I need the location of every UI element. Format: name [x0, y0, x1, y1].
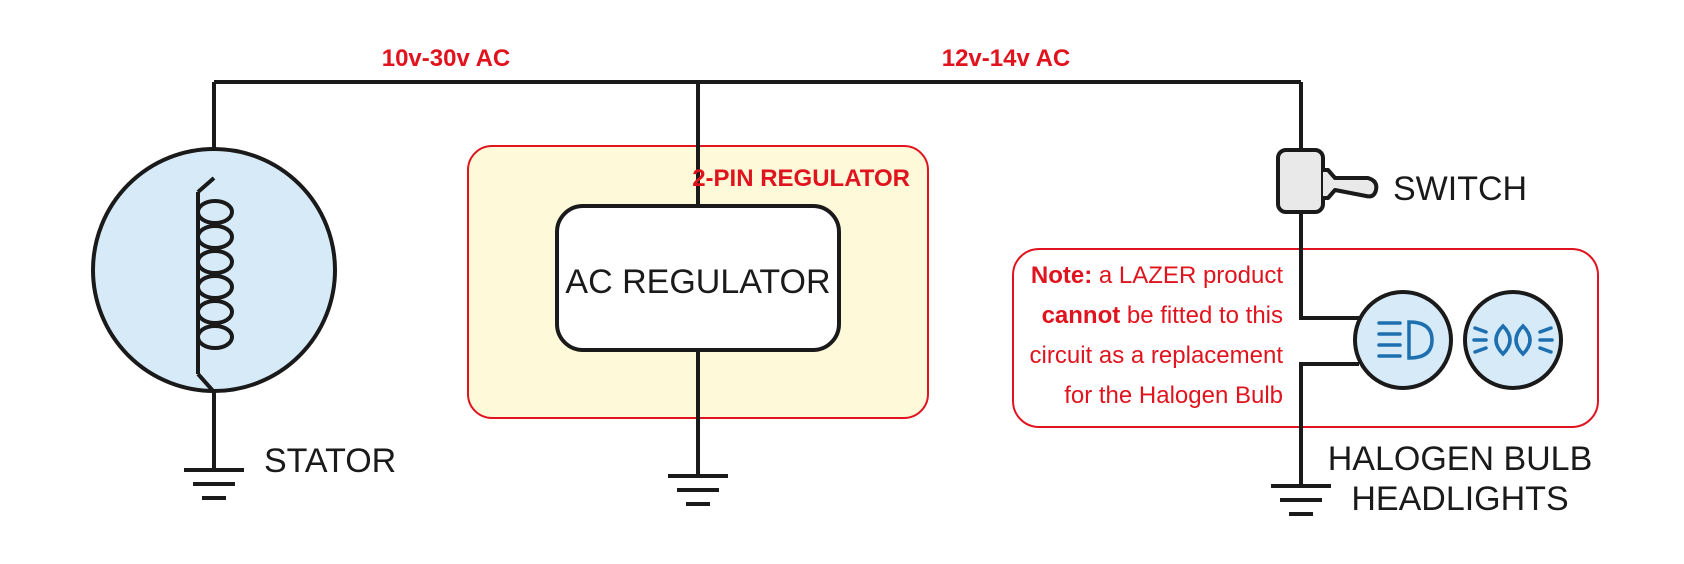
regulator-ground-icon: [668, 474, 728, 506]
ac-regulator-box: [555, 204, 841, 352]
headlight-ground-icon: [1271, 484, 1331, 516]
low-beam-bulb: [1353, 290, 1453, 390]
stator-coil: [196, 176, 234, 394]
bulb-ground-wire: [1299, 362, 1359, 484]
voltage-label-headlights: 12v-14v AC: [942, 45, 1071, 72]
side-light-icon: [1472, 323, 1554, 357]
switch-label: SWITCH: [1393, 170, 1527, 208]
note-line-1-rest: a LAZER product: [1092, 262, 1283, 289]
stator-ground-icon: [184, 468, 244, 500]
stator-label: STATOR: [264, 442, 396, 480]
low-beam-headlight-icon: [1377, 320, 1434, 360]
voltage-label-stator: 10v-30v AC: [382, 45, 511, 72]
ac-regulator-label: AC REGULATOR: [565, 263, 830, 301]
note-line-4: for the Halogen Bulb: [1064, 382, 1283, 409]
note-line-2: cannot be fitted to this: [1042, 302, 1283, 329]
note-line-3: circuit as a replacement: [1030, 342, 1284, 369]
note-line-2-rest: be fitted to this: [1120, 302, 1283, 329]
note-cannot: cannot: [1042, 302, 1121, 329]
note-line-1: Note: a LAZER product: [1031, 262, 1283, 289]
stator-circle: [91, 147, 337, 393]
switch-to-bulb-wire: [1299, 210, 1359, 320]
note-box: [1012, 248, 1599, 428]
toggle-switch-icon: [1276, 148, 1379, 214]
side-light-bulb: [1463, 290, 1563, 390]
note-lead: Note:: [1031, 262, 1092, 289]
regulator-group-label: 2-PIN REGULATOR: [692, 165, 910, 192]
headlights-label-line2: HEADLIGHTS: [1351, 480, 1568, 518]
headlights-label-line1: HALOGEN BULB: [1328, 440, 1593, 478]
